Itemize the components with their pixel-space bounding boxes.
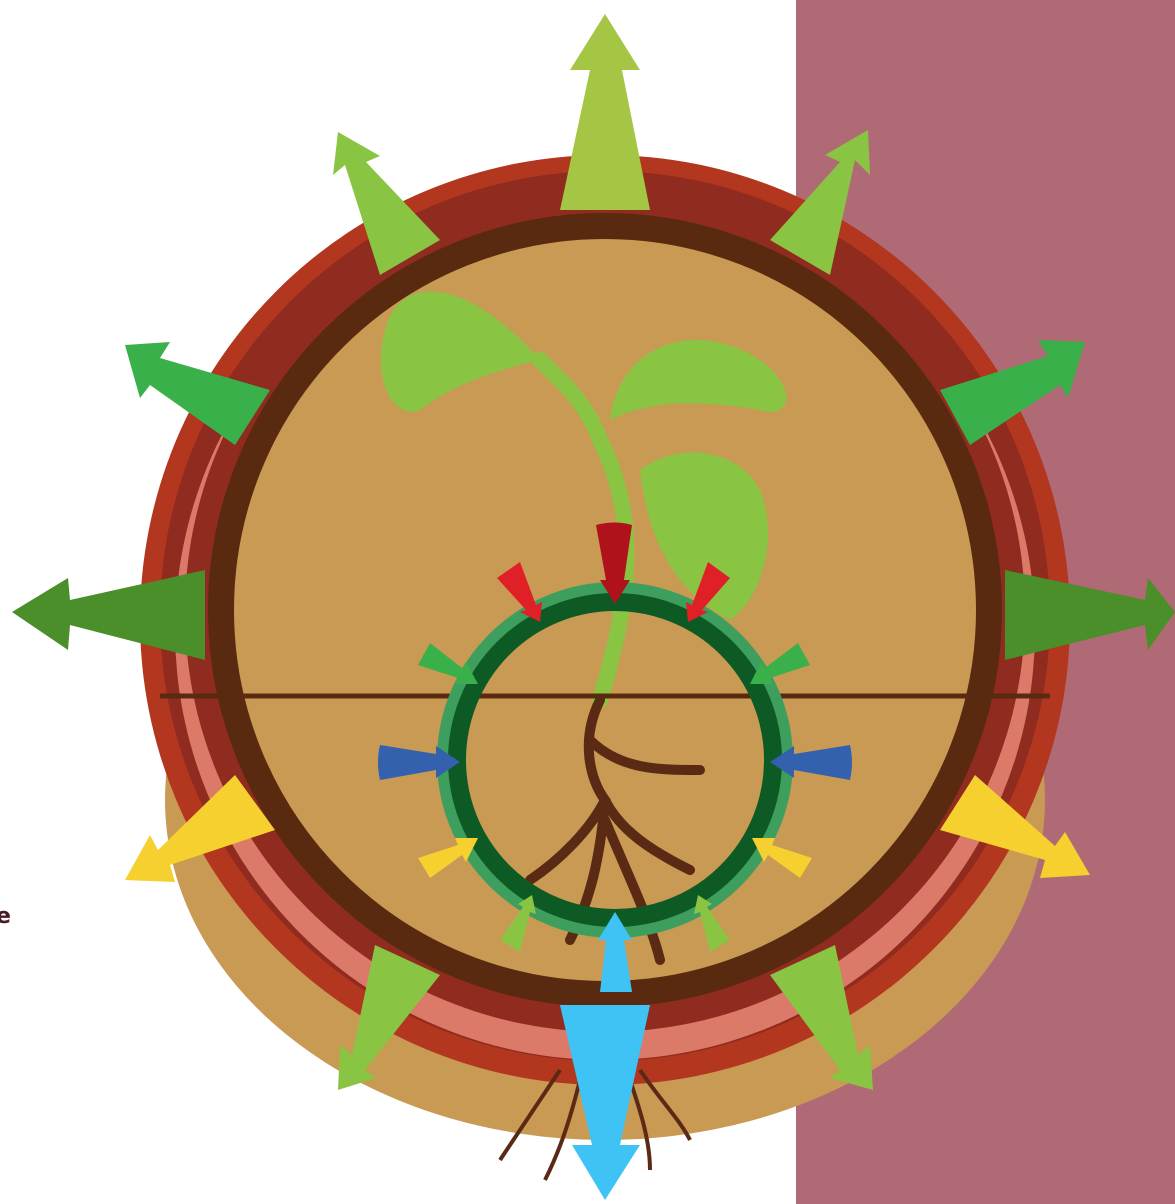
up-arrow-icon: [560, 14, 650, 210]
left-arrow-icon: [12, 570, 205, 660]
right-arrow-icon: [1005, 570, 1175, 660]
